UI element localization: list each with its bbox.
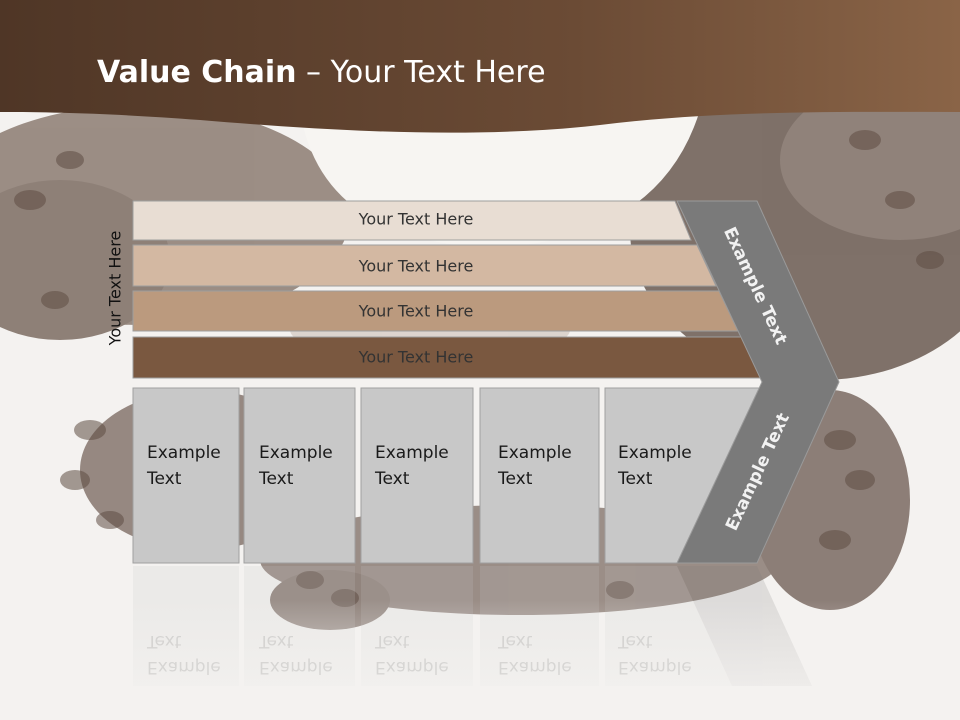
title-bold: Value Chain bbox=[97, 55, 297, 90]
primary-activity-box bbox=[479, 387, 600, 564]
primary-activity-box bbox=[243, 387, 356, 564]
header-band bbox=[0, 0, 960, 133]
primary-activity-label: Example Text bbox=[259, 440, 333, 492]
primary-activity-line2: Text bbox=[618, 469, 653, 489]
primary-activity-line1: Example bbox=[147, 443, 221, 463]
primary-activity-label: Example Text bbox=[498, 440, 572, 492]
primary-activity-box bbox=[360, 387, 474, 564]
support-row-label: Your Text Here bbox=[358, 209, 474, 229]
primary-activity-line1: Example bbox=[259, 443, 333, 463]
margin-chevron bbox=[676, 200, 840, 564]
primary-activity-line1: Example bbox=[375, 443, 449, 463]
primary-activity-label: Example Text bbox=[147, 440, 221, 492]
support-row-label: Your Text Here bbox=[358, 301, 474, 321]
primary-activity-label: Example Text bbox=[375, 440, 449, 492]
primary-activity-box bbox=[132, 387, 240, 564]
primary-activity-line2: Text bbox=[259, 469, 294, 489]
primary-activity-line2: Text bbox=[147, 469, 182, 489]
primary-activity-line1: Example bbox=[618, 443, 692, 463]
support-row-1 bbox=[132, 200, 692, 241]
slide-title: Value Chain – Your Text Here bbox=[97, 55, 546, 90]
primary-activity-label: Example Text bbox=[618, 440, 692, 492]
primary-activity-line1: Example bbox=[498, 443, 572, 463]
title-rest: – Your Text Here bbox=[296, 55, 546, 90]
primary-activity-line2: Text bbox=[375, 469, 410, 489]
primary-activity-line2: Text bbox=[498, 469, 533, 489]
support-row-label: Your Text Here bbox=[358, 256, 474, 276]
support-row-label: Your Text Here bbox=[358, 347, 474, 367]
side-label: Your Text Here bbox=[105, 230, 125, 346]
support-row-2 bbox=[132, 244, 717, 287]
